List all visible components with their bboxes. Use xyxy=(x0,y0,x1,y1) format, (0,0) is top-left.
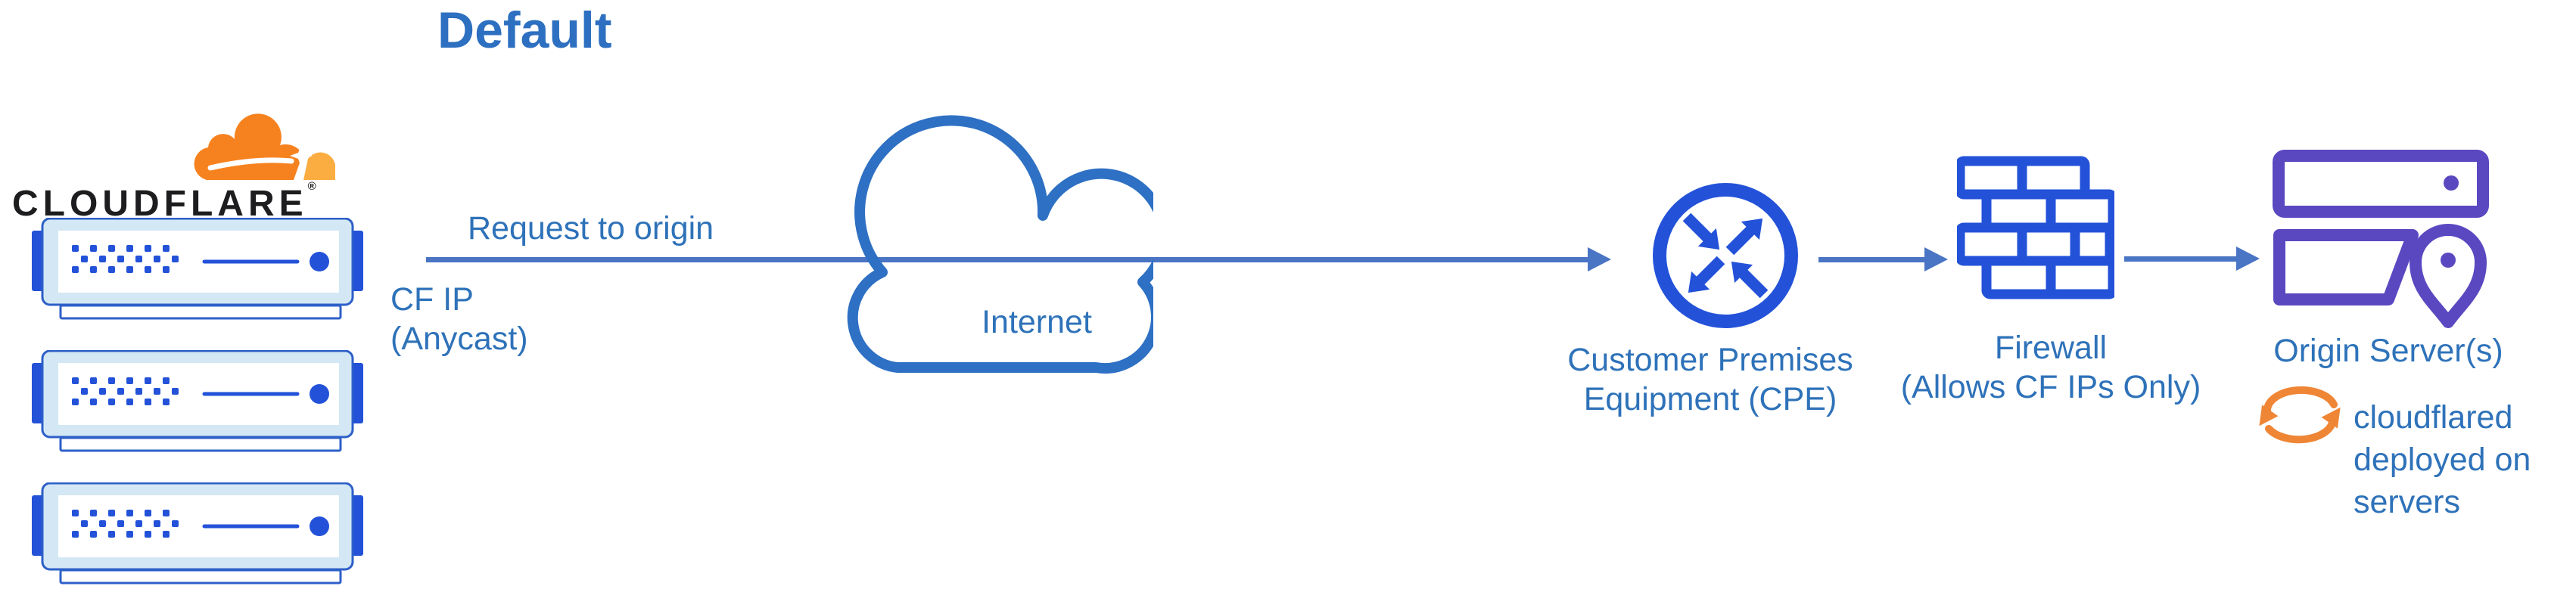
cloudflare-brand: CLOUDFLARE® xyxy=(12,180,316,225)
internet-label: Internet xyxy=(982,304,1092,340)
sync-icon xyxy=(2259,386,2341,444)
firewall-label-line2: (Allows CF IPs Only) xyxy=(1900,369,2201,405)
origin-servers-icon xyxy=(2273,150,2489,328)
cf-ip-anycast-label: CF IP (Anycast) xyxy=(390,280,528,358)
firewall-icon xyxy=(1957,156,2114,299)
firewall-to-origin-arrowhead-icon xyxy=(2236,247,2260,271)
cpe-label: Customer Premises Equipment (CPE) xyxy=(1544,340,1877,419)
edge-server-icon xyxy=(32,218,363,324)
firewall-to-origin-line xyxy=(2124,256,2238,262)
cpe-to-firewall-line xyxy=(1818,257,1926,262)
request-to-origin-label: Request to origin xyxy=(468,210,714,247)
firewall-label-line1: Firewall xyxy=(1994,330,2108,366)
cpe-label-line1: Customer Premises xyxy=(1567,342,1853,378)
cf-ip-line: CF IP xyxy=(390,281,474,318)
origin-label: Origin Server(s) xyxy=(2273,333,2503,369)
cloudflare-brand-text: CLOUDFLARE xyxy=(12,184,308,224)
internet-cloud-icon xyxy=(847,115,1153,374)
request-line xyxy=(426,257,1589,262)
cloudflared-note-line3: servers xyxy=(2354,484,2460,520)
cpe-label-line2: Equipment (CPE) xyxy=(1583,381,1837,417)
cpe-to-firewall-arrowhead-icon xyxy=(1924,247,1948,271)
edge-server-icon xyxy=(32,482,363,588)
cloudflare-logo-icon xyxy=(194,113,335,180)
diagram-title: Default xyxy=(437,2,612,59)
cloudflared-note: cloudflared deployed on servers xyxy=(2354,396,2531,523)
firewall-label: Firewall (Allows CF IPs Only) xyxy=(1884,328,2217,407)
request-arrowhead-icon xyxy=(1588,247,1611,271)
anycast-line: (Anycast) xyxy=(390,321,528,357)
cpe-router-icon xyxy=(1653,183,1798,328)
edge-server-icon xyxy=(32,350,363,456)
cloudflared-note-line2: deployed on xyxy=(2354,442,2531,478)
registered-mark: ® xyxy=(307,180,316,193)
cloudflared-note-line1: cloudflared xyxy=(2354,399,2513,436)
